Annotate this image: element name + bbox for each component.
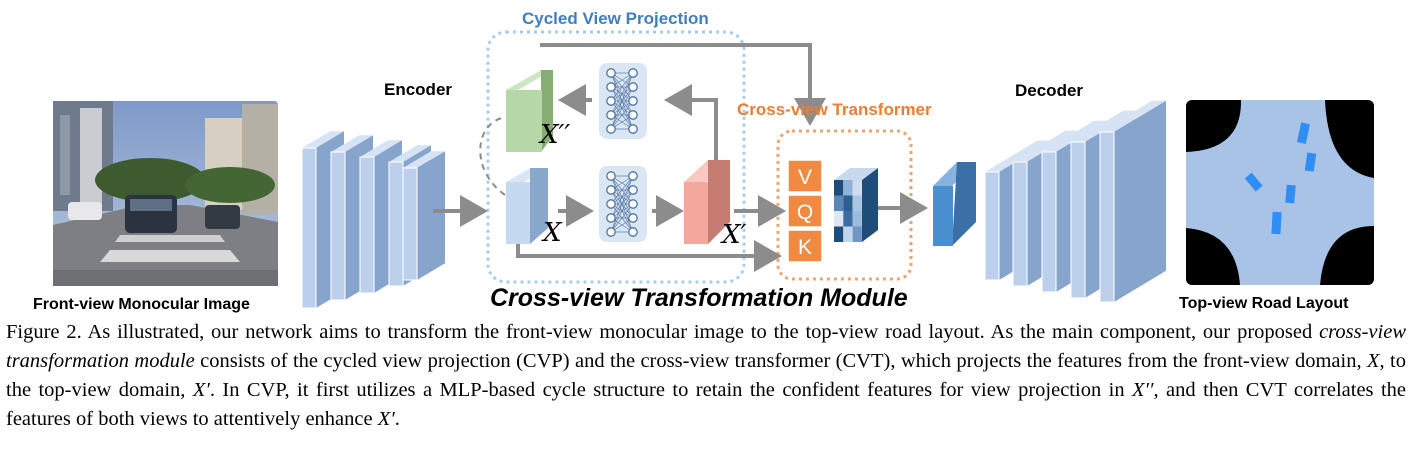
module-title: Cross-view Transformation Module — [490, 284, 908, 312]
arrow-x-to-k — [516, 240, 782, 272]
x-label: X — [541, 218, 563, 248]
attention-cell — [852, 195, 862, 211]
top-view-label: Top-view Road Layout — [1179, 295, 1349, 312]
attention-cell — [843, 180, 853, 196]
k-text: K — [798, 236, 812, 259]
figure-caption: Figure 2. As illustrated, our network ai… — [6, 318, 1406, 434]
attention-block — [834, 168, 878, 242]
mlp-node — [606, 199, 616, 209]
mlp-node — [606, 213, 616, 223]
mlp-node — [606, 227, 616, 237]
mlp-node — [606, 96, 616, 106]
v-cell — [787, 159, 823, 193]
attention-cell — [834, 226, 844, 242]
mlp-node — [628, 68, 638, 78]
mlp-node — [628, 124, 638, 134]
caption-math-x: X — [1367, 350, 1380, 372]
caption-label: Figure 2. — [6, 321, 82, 343]
q-cell — [787, 194, 823, 228]
mlp-node — [606, 124, 616, 134]
front-view-image — [53, 101, 278, 286]
encoder-stack — [301, 131, 445, 309]
caption-math-x-double-prime: X′′ — [1132, 379, 1154, 401]
attention-cell — [834, 211, 844, 227]
mlp-node — [628, 171, 638, 181]
feature-x — [506, 168, 548, 244]
decoder-label: Decoder — [1015, 81, 1084, 100]
attention-cell — [852, 226, 862, 242]
mlp-node — [628, 213, 638, 223]
mlp-node — [628, 227, 638, 237]
feature-x-prime — [684, 160, 730, 244]
front-view-label: Front-view Monocular Image — [33, 296, 250, 313]
decoder-layer — [1099, 100, 1166, 303]
cvt-title: Cross-view Transformer — [737, 100, 932, 119]
mlp-node — [628, 110, 638, 120]
encoder-label: Encoder — [384, 80, 453, 99]
mlp-node — [606, 82, 616, 92]
dashed-cycle-arrow — [479, 117, 506, 196]
q-text: Q — [797, 201, 813, 224]
feature-x-double-prime — [506, 70, 553, 152]
caption-part-1: As illustrated, our network aims to tran… — [81, 321, 1320, 343]
encoder-layer — [402, 151, 445, 281]
top-view-layout — [1186, 100, 1374, 285]
figure-diagram: V Q K X′′ X X′ — [53, 30, 1374, 309]
arrow-xdoubleprime-to-v — [540, 43, 826, 126]
mlp-block-top — [599, 63, 647, 139]
figure: V Q K X′′ X X′ Front-view Mo — [33, 9, 1374, 313]
attention-cell — [843, 195, 853, 211]
vqk-block: V Q K — [787, 159, 823, 263]
mlp-block-bottom — [599, 166, 647, 242]
attention-cell — [834, 180, 844, 196]
caption-part-5: , and then CVT correlates the features o… — [6, 379, 1406, 430]
caption-part-3: , to the top-view domain, — [6, 350, 1407, 401]
mlp-node — [606, 110, 616, 120]
x-prime-label: X′ — [720, 220, 747, 250]
attention-cell — [843, 211, 853, 227]
decoder-stack — [984, 100, 1166, 303]
caption-part-4: . In CVP, it first utilizes a MLP-based … — [209, 379, 1132, 401]
attention-cell — [852, 180, 862, 196]
v-text: V — [798, 166, 812, 189]
mlp-node — [628, 96, 638, 106]
mlp-node — [628, 82, 638, 92]
arrow-xprime-to-mlp-top — [664, 84, 718, 160]
k-cell — [787, 229, 823, 263]
mlp-node — [606, 171, 616, 181]
attention-cell — [843, 226, 853, 242]
mlp-node — [606, 68, 616, 78]
mlp-node — [628, 199, 638, 209]
caption-part-6: . — [394, 408, 400, 430]
attention-cell — [834, 195, 844, 211]
mlp-node — [628, 185, 638, 195]
fused-feature-block — [933, 162, 976, 246]
caption-emphasis: cross-view transformation module — [6, 321, 1406, 372]
attention-cell — [852, 211, 862, 227]
mlp-node — [606, 185, 616, 195]
caption-math-x-prime-2: X′ — [377, 408, 395, 430]
x-double-prime-label: X′′ — [538, 120, 570, 150]
cvp-title: Cycled View Projection — [522, 9, 709, 28]
caption-part-2: consists of the cycled view projection (… — [194, 350, 1367, 372]
caption-math-x-prime: X′ — [192, 379, 210, 401]
